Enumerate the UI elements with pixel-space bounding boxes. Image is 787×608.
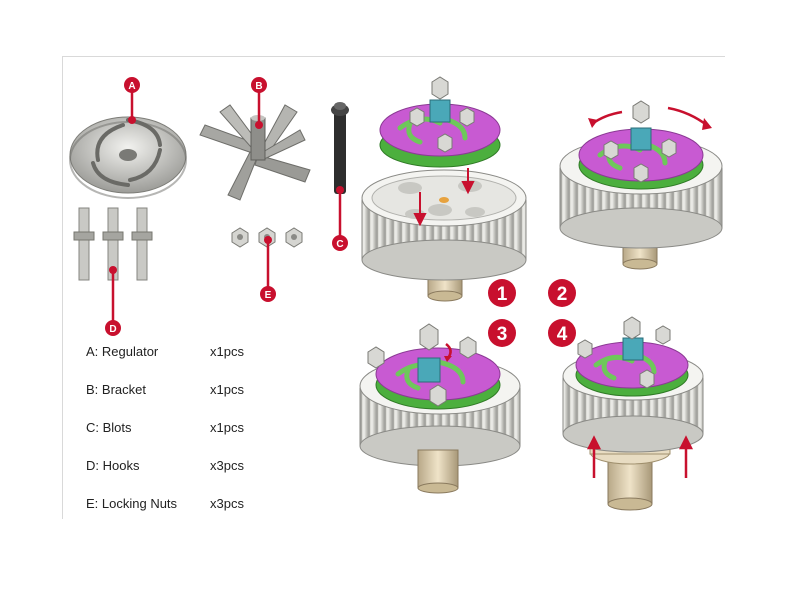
- callout-badge-c: C: [332, 235, 348, 251]
- callout-dot-c: [336, 186, 344, 194]
- callout-dot-e: [264, 236, 272, 244]
- regulator-part-a: [69, 116, 187, 199]
- part-name: D: Hooks: [86, 458, 140, 473]
- part-name: B: Bracket: [86, 382, 146, 397]
- part-quantity: x1pcs: [210, 420, 244, 435]
- hooks-part-d: [73, 207, 153, 281]
- callout-label-d: D: [109, 324, 116, 335]
- bolt-part-c: [331, 102, 349, 194]
- part-quantity: x3pcs: [210, 496, 244, 511]
- callout-badge-b: B: [251, 77, 267, 93]
- callout-label-e: E: [265, 290, 272, 301]
- callout-dot-d: [109, 266, 117, 274]
- step-label-1: 1: [497, 284, 508, 305]
- callout-label-b: B: [255, 81, 262, 92]
- step-label-2: 2: [557, 284, 568, 305]
- step-4-assembly: [562, 316, 704, 511]
- callout-leaders: [111, 92, 342, 322]
- step-badge-2: 2: [548, 279, 576, 307]
- bracket-part-b: [199, 104, 311, 201]
- step-badge-3: 3: [488, 319, 516, 347]
- callout-dot-b: [255, 121, 263, 129]
- step-badge-4: 4: [548, 319, 576, 347]
- step-1-assembly: [361, 76, 527, 302]
- callout-badge-e: E: [260, 286, 276, 302]
- callout-label-c: C: [336, 239, 343, 250]
- step-badge-1: 1: [488, 279, 516, 307]
- step-3-assembly: [359, 323, 521, 494]
- part-quantity: x3pcs: [210, 458, 244, 473]
- part-name: A: Regulator: [86, 344, 159, 359]
- step-label-4: 4: [557, 324, 568, 345]
- locking-nuts-part-e: [231, 227, 303, 248]
- part-quantity: x1pcs: [210, 382, 244, 397]
- part-name: E: Locking Nuts: [86, 496, 178, 511]
- callout-badge-a: A: [124, 77, 140, 93]
- callout-dot-a: [128, 116, 136, 124]
- part-name: C: Blots: [86, 420, 132, 435]
- part-quantity: x1pcs: [210, 344, 244, 359]
- callout-badge-d: D: [105, 320, 121, 336]
- step-2-assembly: [559, 100, 723, 270]
- callout-label-a: A: [128, 81, 135, 92]
- diagram-frame: [62, 56, 725, 519]
- step-label-3: 3: [497, 324, 508, 345]
